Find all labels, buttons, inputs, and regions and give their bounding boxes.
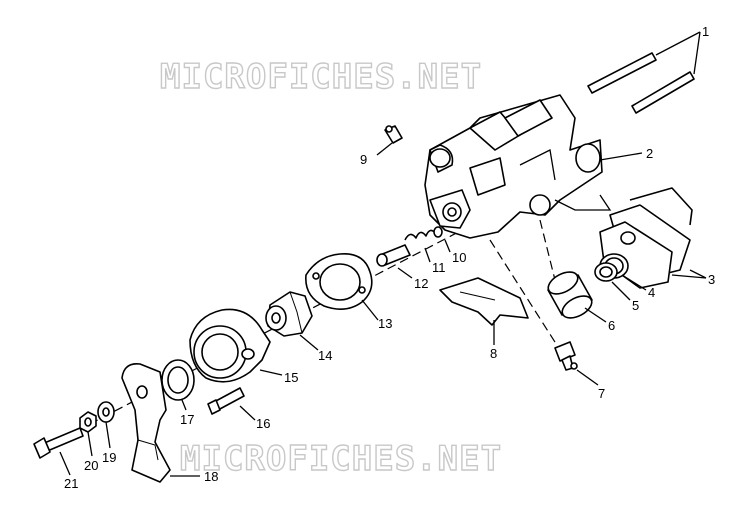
callout-19: 19 — [102, 450, 116, 465]
callout-6: 6 — [608, 318, 615, 333]
callout-17: 17 — [180, 412, 194, 427]
bolt-part — [207, 387, 245, 415]
callout-11: 11 — [432, 260, 446, 275]
actuator-cup-part — [265, 291, 313, 337]
bleeder-fitting-part — [554, 341, 578, 371]
pin-part — [587, 52, 695, 114]
callout-2: 2 — [646, 146, 653, 161]
axis-line-7 — [489, 239, 561, 351]
spring-part — [404, 226, 443, 241]
callout-16: 16 — [256, 416, 270, 431]
bracket-clip-part — [439, 277, 529, 326]
lever-plate-part — [121, 362, 171, 483]
piston-part — [547, 271, 593, 319]
callout-15: 15 — [284, 370, 298, 385]
watermark-top: MICROFICHES.NET — [160, 57, 482, 97]
callout-12: 12 — [414, 276, 428, 291]
callout-10: 10 — [452, 250, 466, 265]
fitting-part — [384, 125, 403, 144]
callout-1: 1 — [702, 24, 709, 39]
callout-5: 5 — [632, 298, 639, 313]
axis-line-6 — [539, 219, 556, 281]
callout-13: 13 — [378, 316, 392, 331]
pin-small-part — [376, 244, 411, 267]
housing-part — [189, 308, 271, 383]
washer-part — [97, 401, 115, 423]
nut-part — [79, 411, 97, 433]
callout-18: 18 — [204, 469, 218, 484]
callout-3: 3 — [708, 272, 715, 287]
callout-8: 8 — [490, 346, 497, 361]
callout-7: 7 — [598, 386, 605, 401]
callout-14: 14 — [318, 348, 332, 363]
gasket-part — [305, 253, 373, 310]
washer-ring-part — [161, 359, 195, 401]
callout-4: 4 — [648, 285, 655, 300]
callout-20: 20 — [84, 458, 98, 473]
caliper-body-part — [424, 94, 612, 239]
piston-seal-part — [594, 253, 629, 282]
callout-9: 9 — [360, 152, 367, 167]
callout-21: 21 — [64, 476, 78, 491]
bolt-long-part — [33, 427, 84, 459]
watermark-bottom: MICROFICHES.NET — [180, 439, 502, 479]
